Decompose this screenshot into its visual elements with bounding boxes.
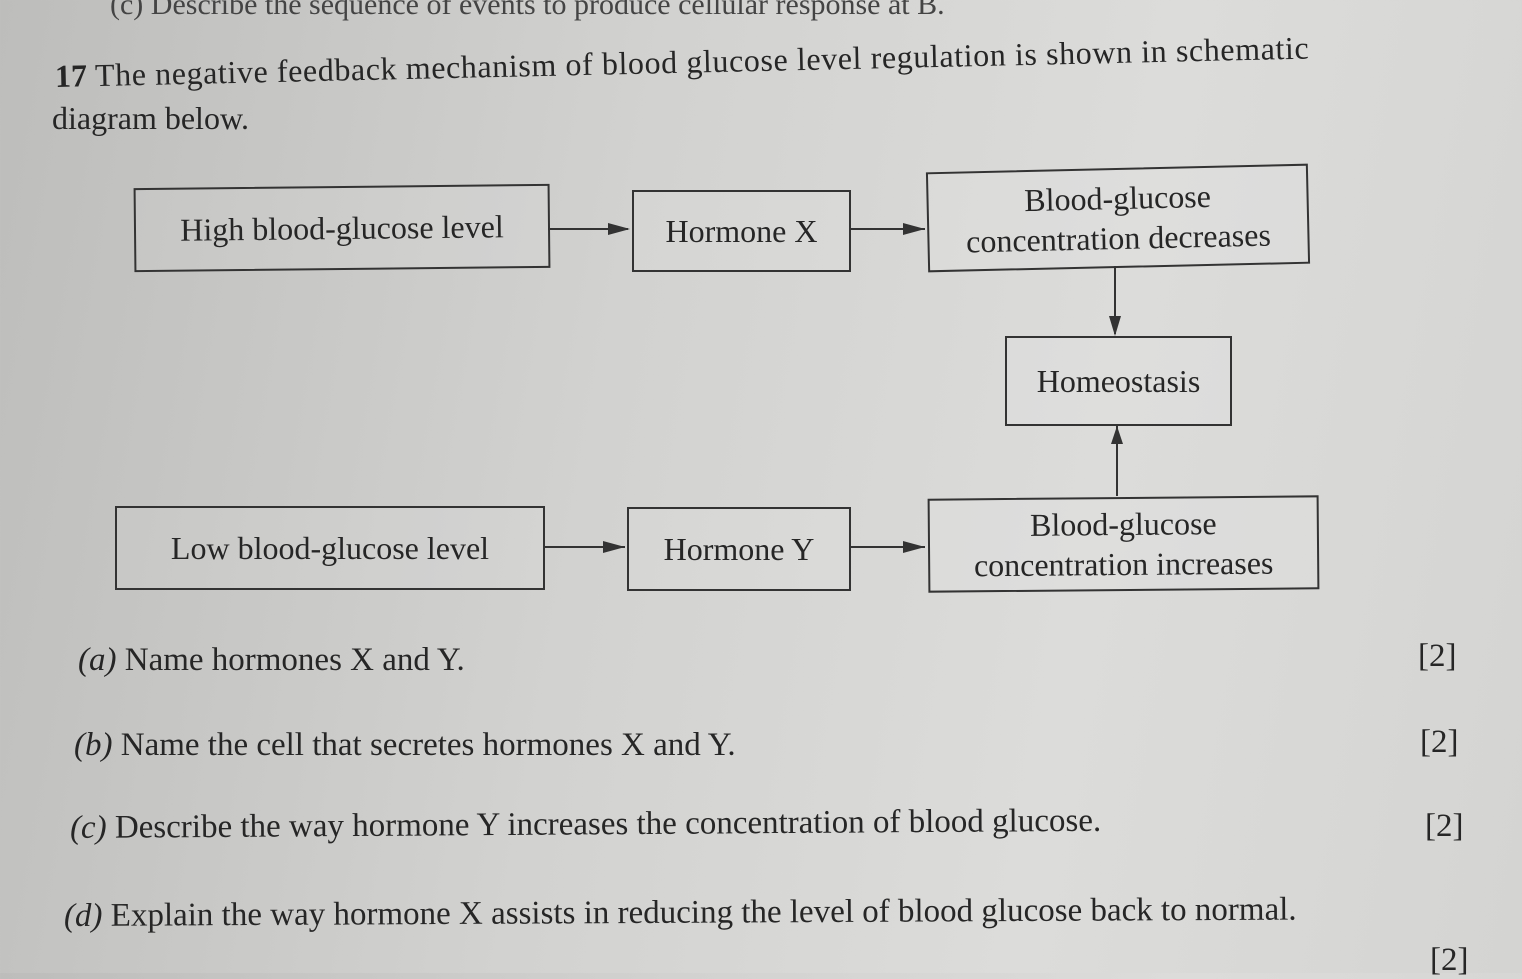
- arrowhead-icon: [903, 223, 925, 235]
- part-a: (a) Name hormones X and Y.: [78, 642, 465, 679]
- question-text-line1: The negative feedback mechanism of blood…: [94, 29, 1310, 94]
- part-a-text: Name hormones X and Y.: [124, 642, 465, 678]
- arrowhead-down-icon: [1109, 316, 1121, 336]
- arrow-x-to-decrease: [849, 228, 925, 230]
- part-d: (d) Explain the way hormone X assists in…: [64, 892, 1297, 935]
- arrow-increase-to-homeostasis: [1116, 424, 1118, 496]
- part-b-text: Name the cell that secretes hormones X a…: [120, 727, 736, 763]
- arrowhead-icon: [603, 541, 625, 553]
- low-glucose-box: Low blood-glucose level: [115, 506, 545, 590]
- arrow-decrease-to-homeostasis: [1114, 266, 1116, 334]
- arrowhead-icon: [608, 223, 630, 235]
- increase-label-2: concentration increases: [973, 544, 1274, 584]
- part-a-label: (a): [78, 642, 117, 678]
- part-d-text: Explain the way hormone X assists in red…: [110, 891, 1297, 934]
- part-a-marks: [2]: [1418, 638, 1457, 674]
- decrease-label-1: Blood-glucose: [1023, 177, 1212, 219]
- part-c-label: (c): [69, 809, 107, 846]
- hormone-y-label: Hormone Y: [663, 531, 815, 567]
- increase-box: Blood-glucose concentration increases: [927, 495, 1320, 593]
- part-b: (b) Name the cell that secretes hormones…: [74, 727, 736, 764]
- question-text-line2: diagram below.: [52, 100, 249, 136]
- part-d-label: (d): [63, 897, 103, 934]
- part-c-text: Describe the way hormone Y increases the…: [114, 802, 1102, 846]
- arrowhead-icon: [903, 541, 925, 553]
- hormone-y-box: Hormone Y: [627, 507, 851, 591]
- homeostasis-label: Homeostasis: [1036, 363, 1201, 399]
- arrow-high-to-x: [548, 228, 628, 230]
- part-b-marks: [2]: [1420, 724, 1459, 760]
- hormone-x-box: Hormone X: [632, 190, 851, 272]
- decrease-box: Blood-glucose concentration decreases: [925, 163, 1311, 273]
- homeostasis-box: Homeostasis: [1005, 336, 1232, 426]
- arrow-low-to-y: [543, 546, 625, 548]
- hormone-x-label: Hormone X: [665, 213, 818, 249]
- part-c-marks: [2]: [1425, 808, 1464, 844]
- previous-question-text: (c) Describe the sequence of events to p…: [110, 0, 945, 21]
- arrowhead-up-icon: [1111, 426, 1123, 444]
- part-c: (c) Describe the way hormone Y increases…: [70, 803, 1101, 847]
- high-glucose-label: High blood-glucose level: [180, 208, 504, 248]
- low-glucose-label: Low blood-glucose level: [170, 530, 490, 566]
- increase-label-1: Blood-glucose: [1029, 505, 1217, 543]
- question-number: 17: [54, 57, 88, 94]
- high-glucose-box: High blood-glucose level: [133, 183, 551, 273]
- decrease-label-2: concentration decreases: [965, 216, 1272, 260]
- question-stem: 17 The negative feedback mechanism of bl…: [55, 30, 1310, 95]
- part-b-label: (b): [74, 727, 113, 763]
- part-d-marks: [2]: [1430, 942, 1469, 978]
- arrow-y-to-increase: [849, 546, 925, 548]
